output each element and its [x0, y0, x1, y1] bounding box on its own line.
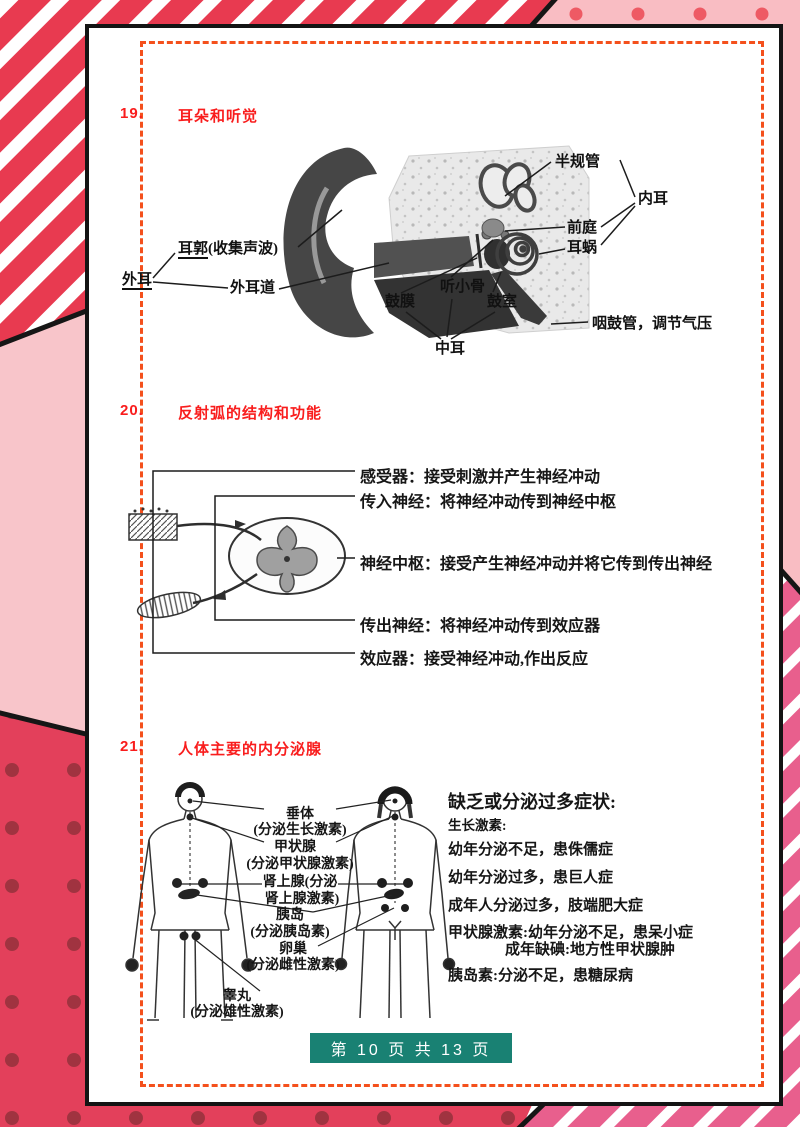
- label-vestibule: 前庭: [567, 220, 598, 236]
- growth-hormone-label: 生长激素:: [448, 818, 507, 833]
- gland-adrenal-sub: 肾上腺激素): [264, 892, 340, 907]
- label-auricle: 耳郭(收集声波): [178, 241, 279, 259]
- symptom-gigantism: 幼年分泌过多，患巨人症: [448, 870, 614, 886]
- label-auricle-underlined: 耳郭: [178, 241, 209, 259]
- section-21-title: 人体主要的内分泌腺: [178, 741, 323, 758]
- gland-testis-sub: (分泌雄性激素): [190, 1005, 284, 1020]
- symptom-acromegaly: 成年人分泌过多，肢端肥大症: [448, 898, 644, 914]
- section-20-number: 20.: [120, 402, 144, 419]
- label-semicircular-canal: 半规管: [555, 154, 601, 170]
- label-ear-canal: 外耳道: [230, 280, 276, 296]
- page-content: 19. 耳朵和听觉 半规管 内耳 前庭 耳蜗 耳郭(收集声波) 外耳 外耳道 鼓…: [89, 28, 779, 1102]
- gland-ovary: 卵巢: [279, 942, 307, 957]
- gland-islet-sub: (分泌胰岛素): [250, 925, 330, 940]
- label-tympanic-cavity: 鼓室: [487, 294, 518, 310]
- reflex-efferent-label: 传出神经：将神经冲动传到效应器: [360, 618, 601, 635]
- label-ossicles: 听小骨: [440, 279, 486, 295]
- reflex-receptor-label: 感受器：接受刺激并产生神经冲动: [360, 469, 601, 486]
- gland-adrenal: 肾上腺(分泌: [262, 875, 338, 890]
- gland-ovary-sub: (分泌雌性激素): [246, 958, 340, 973]
- section-21-number: 21.: [120, 738, 144, 755]
- symptom-diabetes: 胰岛素:分泌不足，患糖尿病: [448, 968, 633, 984]
- symptom-dwarfism: 幼年分泌不足，患侏儒症: [448, 842, 614, 858]
- gland-thyroid-sub: (分泌甲状腺激素): [246, 857, 354, 872]
- frame-region-dots-crimson: [0, 712, 545, 1127]
- symptom-goiter: 成年缺碘:地方性甲状腺肿: [505, 942, 675, 958]
- label-outer-ear-text: 外耳: [122, 272, 153, 290]
- symptoms-title: 缺乏或分泌过多症状:: [448, 792, 616, 812]
- section-19-title: 耳朵和听觉: [178, 108, 259, 125]
- gland-islet: 胰岛: [276, 908, 304, 923]
- frame-region-solid-pink: [0, 310, 94, 736]
- section-20-heading: 20. 反射弧的结构和功能: [120, 402, 322, 423]
- gland-pituitary: 垂体: [286, 807, 314, 822]
- gland-testis: 睾丸: [223, 989, 251, 1004]
- section-20-title: 反射弧的结构和功能: [178, 405, 323, 422]
- gland-thyroid: 甲状腺: [274, 840, 316, 855]
- dashed-inner-border: [140, 41, 764, 1087]
- section-21-heading: 21. 人体主要的内分泌腺: [120, 738, 322, 759]
- section-19-number: 19.: [120, 105, 144, 122]
- label-outer-ear: 外耳: [122, 272, 153, 290]
- male-hand-left: [125, 958, 139, 972]
- label-eardrum: 鼓膜: [385, 294, 416, 310]
- label-middle-ear: 中耳: [435, 341, 466, 357]
- label-inner-ear: 内耳: [638, 191, 669, 207]
- reflex-afferent-label: 传入神经：将神经冲动传到神经中枢: [360, 494, 617, 511]
- label-auricle-rest: (收集声波): [208, 241, 279, 257]
- symptom-cretinism: 甲状腺激素:幼年分泌不足，患呆小症: [448, 925, 693, 941]
- document-page: 19. 耳朵和听觉 半规管 内耳 前庭 耳蜗 耳郭(收集声波) 外耳 外耳道 鼓…: [85, 24, 783, 1106]
- reflex-effector-label: 效应器：接受神经冲动,作出反应: [360, 651, 589, 668]
- label-eustachian-tube: 咽鼓管，调节气压: [592, 316, 713, 332]
- reflex-center-label: 神经中枢：接受产生神经冲动并将它传到传出神经: [360, 556, 713, 573]
- label-cochlea: 耳蜗: [567, 240, 598, 256]
- section-19-heading: 19. 耳朵和听觉: [120, 105, 258, 126]
- page-number-badge: 第 10 页 共 13 页: [310, 1033, 512, 1063]
- gland-pituitary-sub: (分泌生长激素): [253, 823, 347, 838]
